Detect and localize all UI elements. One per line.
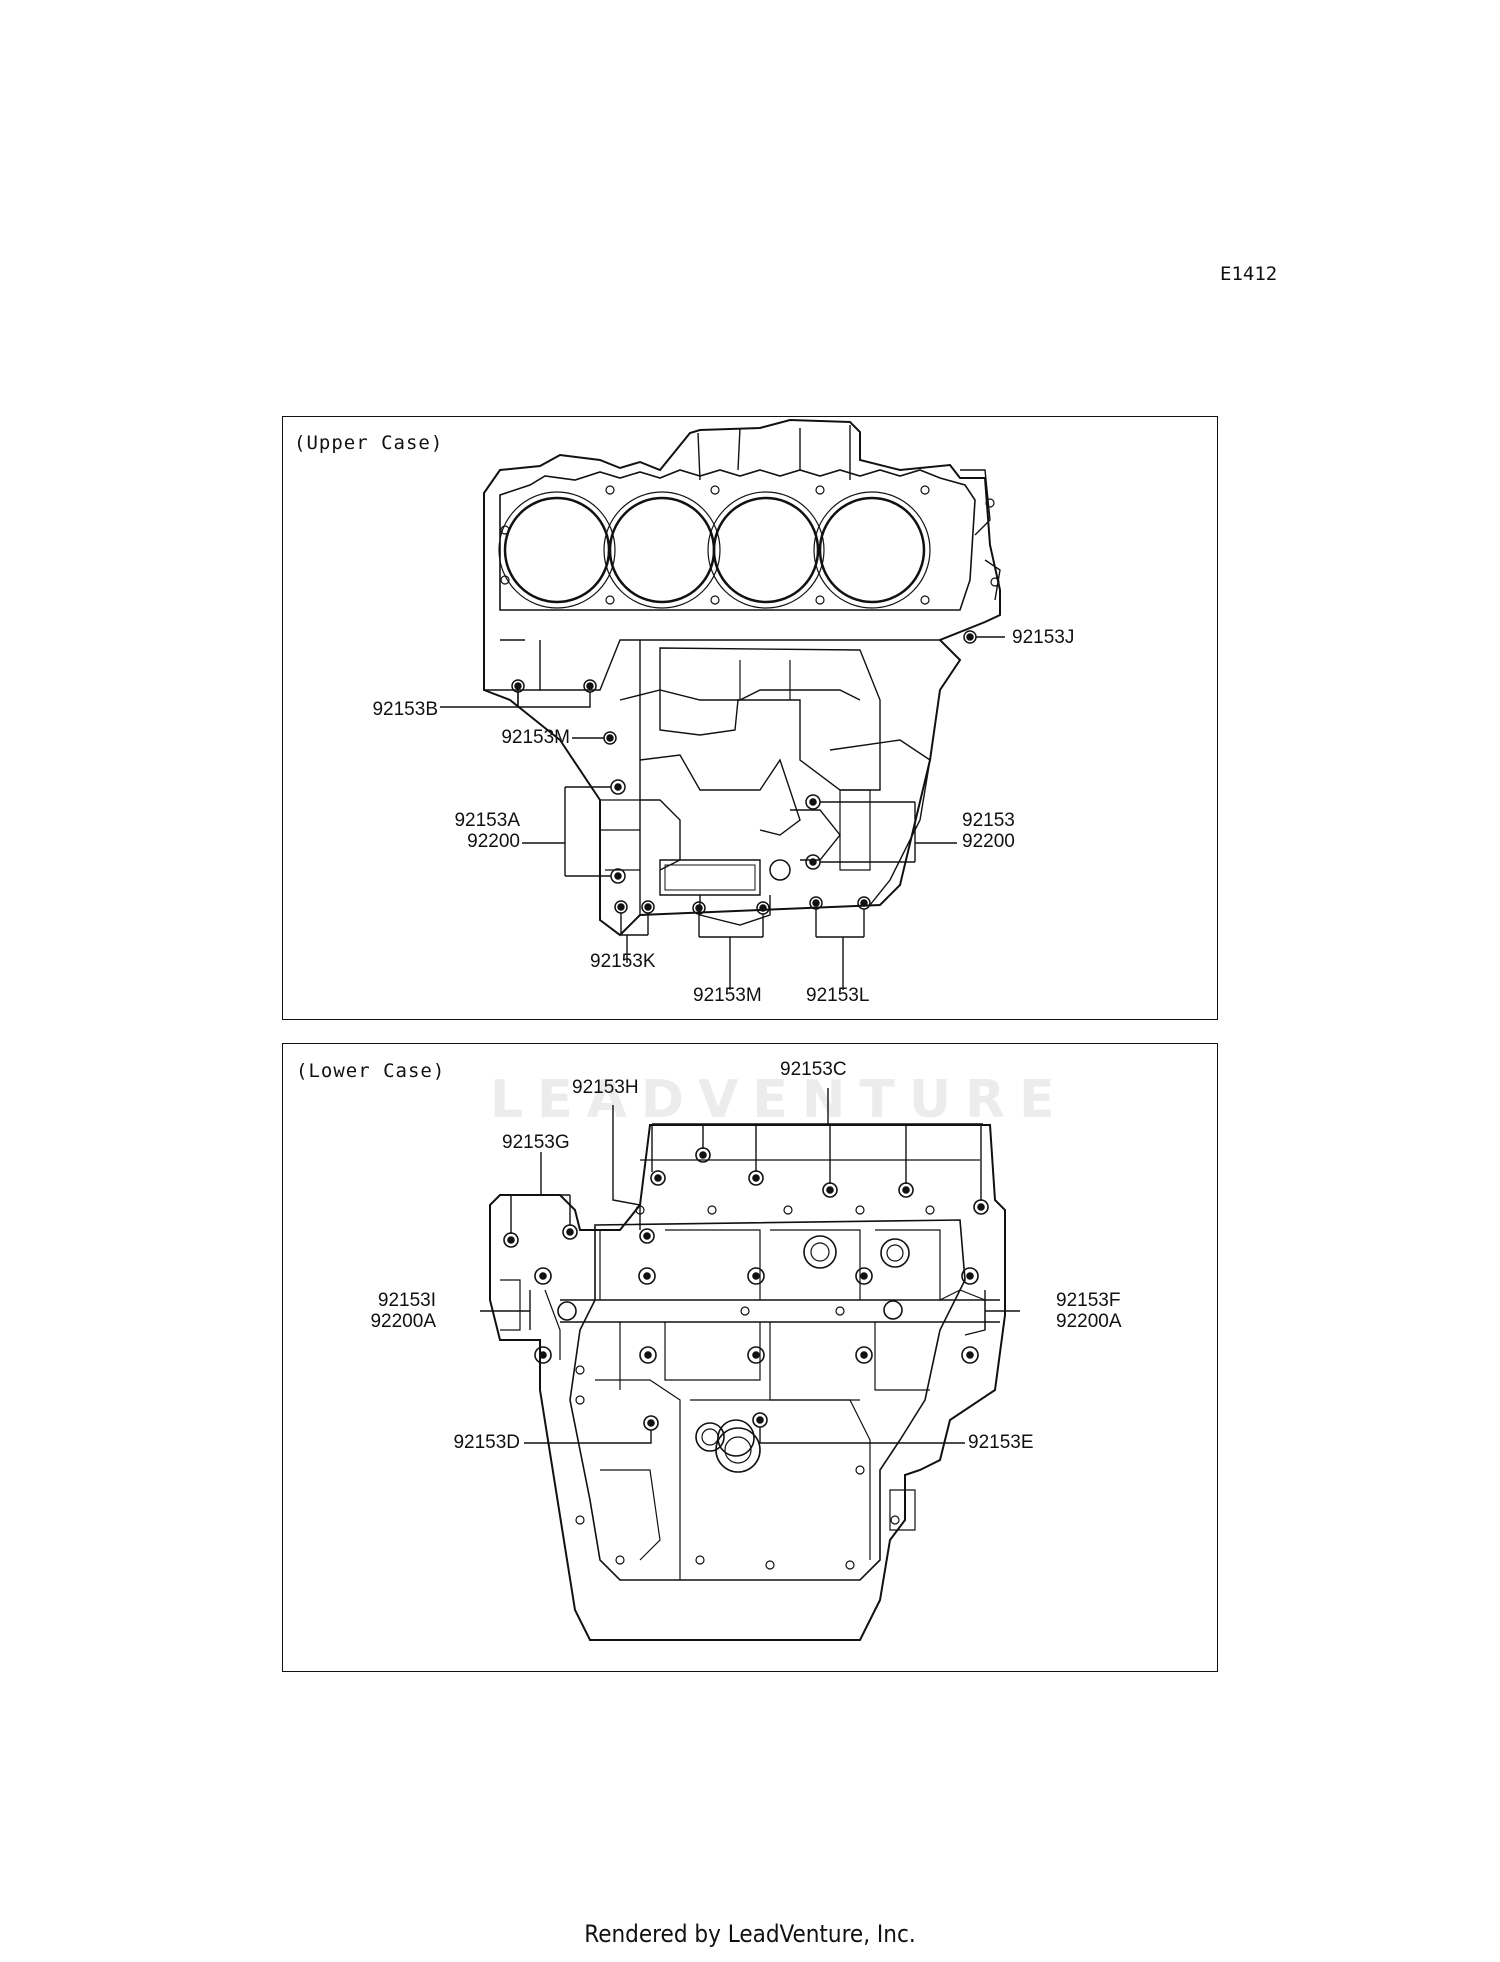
label-92153M-bottom: 92153M — [693, 985, 762, 1006]
label-92153E: 92153E — [968, 1432, 1034, 1453]
upper-case-drawing — [483, 418, 1001, 937]
footer-credit: Rendered by LeadVenture, Inc. — [584, 1920, 916, 1948]
lower-case-panel — [282, 1043, 1218, 1672]
lower-leader-lines — [480, 1088, 1020, 1444]
label-92200-right: 92200 — [962, 831, 1015, 852]
label-92153H: 92153H — [572, 1077, 639, 1098]
upper-case-title: (Upper Case) — [294, 432, 444, 454]
label-92153B: 92153B — [372, 699, 438, 720]
upper-leader-lines — [440, 636, 1005, 990]
watermark-text: LEADVENTURE — [490, 1070, 1069, 1130]
label-92153: 92153 — [962, 810, 1015, 831]
diagram-code: E1412 — [1220, 263, 1278, 285]
label-92153C: 92153C — [780, 1059, 847, 1080]
lower-case-title: (Lower Case) — [296, 1060, 446, 1082]
label-92153L: 92153L — [806, 985, 870, 1006]
label-92200A-right: 92200A — [1056, 1311, 1122, 1332]
label-92200-left: 92200 — [467, 831, 520, 852]
label-92153F: 92153F — [1056, 1290, 1121, 1311]
label-92153K: 92153K — [590, 951, 656, 972]
label-92153A: 92153A — [454, 810, 520, 831]
label-92153D: 92153D — [453, 1432, 520, 1453]
upper-case-panel — [282, 416, 1218, 1020]
label-92153I: 92153I — [377, 1290, 436, 1311]
label-92153J: 92153J — [1012, 627, 1075, 648]
label-92200A-left: 92200A — [370, 1311, 436, 1332]
label-92153G: 92153G — [502, 1132, 570, 1153]
label-92153M-top: 92153M — [501, 727, 570, 748]
